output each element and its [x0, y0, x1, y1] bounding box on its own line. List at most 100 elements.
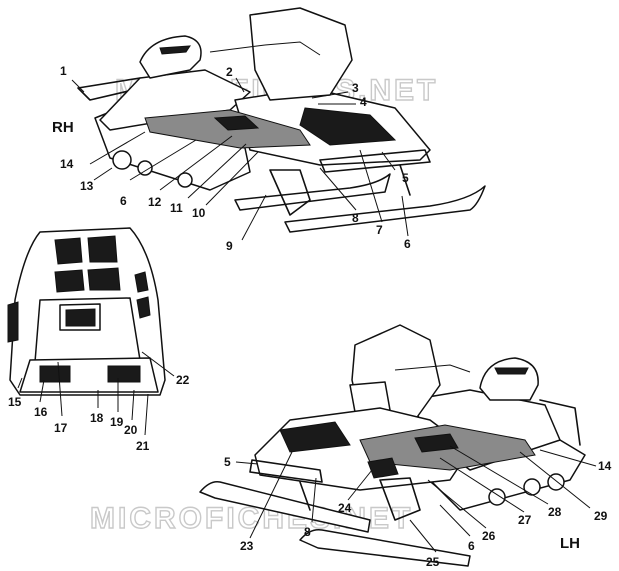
callout-7: 7	[376, 223, 383, 237]
leader-24	[347, 469, 373, 501]
leader-14b	[539, 449, 597, 467]
view-label-lh: LH	[560, 535, 580, 552]
callout-20: 20	[124, 423, 138, 437]
leader-25	[409, 519, 437, 553]
lh-leader-lines	[235, 445, 597, 553]
rh-ski-spindle	[399, 164, 411, 196]
rear-vent-4	[87, 267, 121, 291]
callout-17: 17	[54, 421, 68, 435]
rear-vent-3	[54, 269, 85, 293]
callout-23: 23	[240, 539, 254, 553]
callout-6: 6	[120, 194, 127, 208]
lh-snowmobile	[199, 324, 586, 567]
leader-5b	[235, 461, 259, 465]
leader-20	[131, 389, 135, 421]
callout-12: 12	[148, 195, 162, 209]
leader-27	[439, 457, 525, 513]
lh-cx-decal	[367, 457, 399, 479]
leader-8b	[311, 477, 317, 523]
callout-16: 16	[34, 405, 48, 419]
rear-hood-view	[7, 227, 166, 396]
callout-6: 6	[468, 539, 475, 553]
leader-21	[144, 393, 149, 436]
callout-21: 21	[136, 439, 150, 453]
callout-29: 29	[594, 509, 608, 523]
leader-8a	[319, 167, 357, 211]
leader-16	[39, 379, 45, 403]
lh-bogie-wheel-1	[488, 488, 506, 506]
rear-decal-right	[107, 365, 141, 383]
rh-bogie-wheel-2	[137, 160, 153, 176]
rear-side-slot-1	[134, 271, 149, 293]
lh-instrument-panel	[349, 381, 391, 413]
leader-2	[235, 77, 245, 93]
rear-vent-2	[87, 235, 118, 263]
leader-6a	[129, 139, 197, 181]
callout-5: 5	[402, 171, 409, 185]
callout-26: 26	[482, 529, 496, 543]
rh-handlebar-grip	[209, 44, 266, 53]
callout-25: 25	[426, 555, 440, 569]
rh-callouts: 1 2 3 4 5 6 6 7 8 9 10 11 12 13 14 RH	[52, 64, 411, 253]
rh-snowmobile	[77, 7, 486, 233]
callout-2: 2	[226, 65, 233, 79]
callout-6: 6	[404, 237, 411, 251]
lh-side-panel-decal	[414, 433, 459, 453]
callout-9: 9	[226, 239, 233, 253]
leader-10	[205, 151, 259, 206]
rh-backrest-emblem	[159, 45, 191, 55]
leader-9	[241, 194, 267, 241]
rear-callouts: 15 16 17 18 19 20 21 22	[8, 373, 190, 453]
lh-rear-ski	[299, 528, 471, 567]
lh-hood-decal-vents	[279, 421, 351, 453]
callout-1: 1	[60, 64, 67, 78]
rear-vent-1	[54, 237, 83, 265]
callout-15: 15	[8, 395, 22, 409]
leader-3	[311, 91, 349, 99]
rear-window-glass	[65, 308, 96, 327]
callout-14: 14	[598, 459, 612, 473]
rear-leader-lines	[17, 351, 175, 436]
rear-decal-left	[39, 365, 71, 383]
rh-windshield	[249, 7, 353, 101]
rh-front-ski	[284, 185, 486, 233]
rh-hood-decal-vents	[299, 107, 397, 146]
callout-11: 11	[170, 201, 183, 215]
rh-seat	[99, 69, 251, 131]
callout-3: 3	[352, 81, 359, 95]
leader-26	[427, 479, 487, 529]
leader-17	[57, 361, 63, 417]
lh-front-suspension	[379, 477, 421, 521]
leader-1	[71, 79, 85, 93]
lh-backrest	[479, 357, 539, 401]
callout-18: 18	[90, 411, 104, 425]
callout-19: 19	[110, 415, 124, 429]
leader-6b	[401, 195, 409, 237]
callout-10: 10	[192, 206, 206, 220]
rh-handlebar	[264, 41, 321, 56]
lh-handlebar	[394, 364, 471, 373]
view-label-rh: RH	[52, 119, 74, 136]
leader-11	[187, 143, 247, 199]
rear-side-slot-2	[136, 296, 151, 319]
callout-24: 24	[338, 501, 352, 515]
callout-8: 8	[352, 211, 359, 225]
lh-front-bumper	[249, 459, 323, 483]
lh-ski-spindle	[299, 481, 311, 511]
rh-front-bumper	[319, 149, 431, 173]
leader-15	[17, 377, 23, 389]
callout-28: 28	[548, 505, 562, 519]
rear-left-slot	[7, 301, 19, 343]
rh-bogie-wheel-1	[112, 150, 132, 170]
rh-leader-lines	[71, 77, 409, 241]
callout-14: 14	[60, 157, 74, 171]
rh-rear-ski	[234, 173, 391, 211]
lh-rear-rack	[539, 399, 581, 446]
callout-22: 22	[176, 373, 190, 387]
leader-23	[249, 451, 293, 539]
leader-5a	[381, 151, 396, 171]
leader-29	[519, 451, 591, 509]
leader-12	[159, 135, 233, 191]
